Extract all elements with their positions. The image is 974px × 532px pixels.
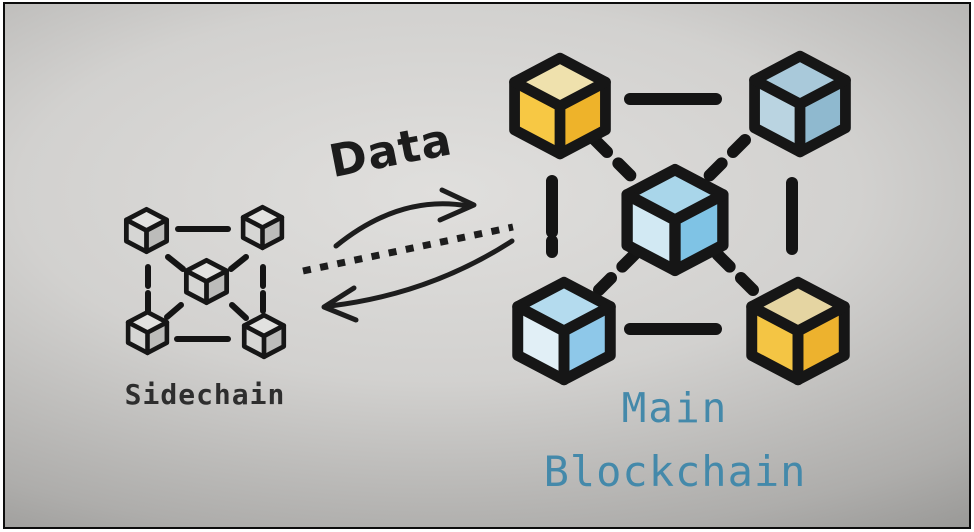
main-link-diag-tl [589, 134, 647, 192]
sidechain-cube-top-left [126, 209, 166, 251]
main-cube-top-left [515, 58, 606, 154]
main-cube-center [627, 170, 723, 271]
main-cube-bottom-right [752, 282, 845, 379]
sidechain-cube-bottom-left [128, 312, 167, 353]
sidechain-cube-top-right [243, 207, 282, 248]
sidechain-link-diag-bl [164, 302, 184, 320]
diagram-frame: Data Sidechain Main Blockchain [3, 2, 971, 529]
main-link-diag-br [705, 242, 759, 296]
arrow-to-sidechain-curve [327, 238, 515, 309]
sidechain-link-diag-br [229, 302, 249, 321]
main-link-diag-tr [693, 134, 751, 192]
sidechain-cube-center [186, 260, 226, 302]
main-blockchain-network [480, 37, 880, 407]
main-cube-top-right [755, 56, 846, 152]
sidechain-link-diag-tr [228, 254, 249, 272]
data-flow-label: Data [324, 112, 457, 188]
sidechain-network [110, 199, 300, 379]
sidechain-cube-bottom-right [244, 315, 284, 357]
main-blockchain-label-line2: Blockchain [543, 447, 807, 496]
sidechain-link-diag-tl [165, 254, 186, 272]
arrow-to-main-head-icon [437, 187, 477, 223]
dotted-connection-line [302, 223, 514, 275]
sidechain-label: Sidechain [124, 378, 286, 411]
arrow-to-sidechain-head-icon [321, 285, 359, 323]
arrow-to-main-curve [333, 201, 471, 249]
main-cube-bottom-left [518, 282, 611, 379]
main-blockchain-label-line1: Main [621, 384, 729, 432]
data-exchange-group [302, 187, 515, 323]
